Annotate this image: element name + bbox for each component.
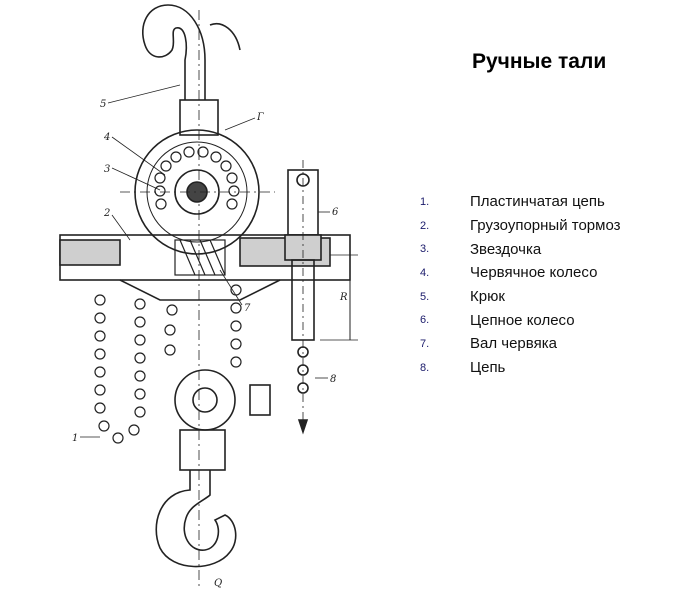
legend-text: Пластинчатая цепь [470, 193, 605, 211]
legend-number: 7. [420, 337, 430, 350]
plate-chain [94, 294, 146, 444]
top-hook [142, 4, 206, 100]
worm-shaft [174, 239, 226, 276]
legend-number: 3. [420, 243, 430, 256]
lower-pulley [174, 369, 236, 431]
legend-item: 3. Звездочка [420, 237, 621, 261]
legend-text: Цепное колесо [470, 311, 575, 329]
legend-number: 1. [420, 195, 430, 208]
legend-text: Цепь [470, 359, 506, 377]
bottom-hook [155, 470, 237, 568]
legend-item: 6. Цепное колесо [420, 308, 621, 332]
legend-number: 2. [420, 219, 430, 232]
label-5: 5 [100, 99, 106, 110]
chain-hoist-drawing: 1 2 3 4 5 6 7 8 R Г Q [59, 4, 358, 589]
legend-item: 8. Цепь [420, 356, 621, 380]
dimension-g: Г [256, 112, 264, 123]
label-1: 1 [72, 433, 78, 444]
legend-item: 2. Грузоупорный тормоз [420, 214, 621, 238]
legend-text: Червячное колесо [470, 264, 598, 282]
label-3: 3 [104, 164, 110, 175]
legend-item: 1. Пластинчатая цепь [420, 190, 621, 214]
legend-text: Грузоупорный тормоз [470, 217, 621, 235]
label-2: 2 [103, 208, 110, 219]
label-7: 7 [244, 303, 251, 314]
legend-number: 6. [420, 314, 430, 327]
label-6: 6 [332, 207, 339, 218]
label-8: 8 [330, 374, 336, 385]
chain-wheel [284, 160, 322, 435]
legend-number: 4. [420, 266, 430, 279]
legend-text: Звездочка [470, 240, 542, 258]
legend-number: 5. [420, 290, 430, 303]
legend-text: Вал червяка [470, 335, 557, 353]
legend-number: 8. [420, 361, 430, 374]
page-title: Ручные тали [472, 50, 607, 73]
label-4: 4 [103, 132, 110, 143]
legend-item: 5. Крюк [420, 285, 621, 309]
legend-list: 1. Пластинчатая цепь 2. Грузоупорный тормо… [420, 190, 621, 380]
legend-item: 4. Червячное колесо [420, 261, 621, 285]
dimension-r: R [339, 292, 348, 303]
legend-text: Крюк [470, 288, 505, 306]
legend-item: 7. Вал червяка [420, 332, 621, 356]
load-label: Q [214, 578, 222, 589]
